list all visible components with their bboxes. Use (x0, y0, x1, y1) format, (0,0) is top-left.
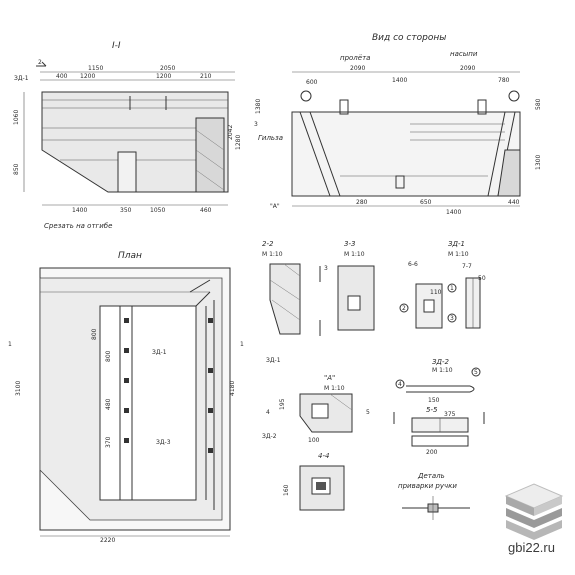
node-a-mark: "А" (270, 203, 280, 210)
zd1-dim-50: 50 (478, 275, 486, 282)
section-4-4: 4-4 160 (283, 452, 345, 511)
section-1-1: I-I 2 1150 2050 400 1200 1200 210 ЗД-1 1… (13, 41, 242, 230)
plan-zd3-mark: ЗД-3 (156, 439, 171, 446)
view-dim-1400b: 1400 (446, 209, 461, 216)
zd1-scale: М 1:10 (448, 251, 469, 258)
node-a-marker-4: 4 (266, 409, 270, 416)
dim-2042: 2042 (227, 125, 234, 140)
zd1-title: ЗД-1 (448, 240, 465, 248)
zd2-dim-375: 375 (444, 411, 456, 418)
stacked-slabs-logo (504, 483, 564, 540)
plan-zd1-mark: ЗД-1 (152, 349, 167, 356)
view-dim-1300: 1300 (535, 155, 542, 170)
plan-dim-480: 480 (105, 398, 112, 410)
plan-dim-800a: 800 (105, 350, 112, 362)
dim-1200b: 1200 (156, 73, 171, 80)
zd1-circle-1: 1 (450, 285, 454, 292)
view-dim-280: 280 (356, 199, 368, 206)
dim-850: 850 (13, 163, 20, 175)
sec-44-title: 4-4 (318, 452, 329, 460)
plan-dim-800b: 800 (91, 328, 98, 340)
sec-33-marker: 3 (324, 265, 328, 272)
view-dim-440: 440 (508, 199, 520, 206)
plan-dim-2220: 2220 (100, 537, 115, 544)
zd2-dim-150: 150 (428, 397, 440, 404)
view-dim-1400: 1400 (392, 77, 407, 84)
plan-marker-1: 1 (8, 341, 12, 348)
view-dim-2090a: 2090 (350, 65, 365, 72)
dim-350: 350 (120, 207, 132, 214)
node-a-scale: М 1:10 (324, 385, 345, 392)
dim-1400: 1400 (72, 207, 87, 214)
sec-55-title: 5-5 (426, 406, 438, 414)
view-dim-1380: 1380 (255, 99, 262, 114)
zd2-circle-5: 5 (474, 369, 478, 376)
side-left-label: пролёта (340, 54, 370, 62)
section-3-3: 3-3 М 1:10 3 (319, 240, 375, 336)
plan-view: План ЗД-1 ЗД-3 800 480 370 800 3100 4180… (8, 251, 244, 544)
sec-22-zd1-mark: ЗД-1 (266, 357, 281, 364)
dim-400: 400 (56, 73, 68, 80)
plan-dim-4180: 4180 (229, 381, 236, 396)
node-a-zd2: ЗД-2 (262, 433, 277, 440)
gap-label: Гильза (258, 134, 283, 142)
view-dim-600: 600 (306, 79, 318, 86)
zd-2-detail: ЗД-2 М 1:10 4 5 150 5-5 375 200 (393, 358, 485, 456)
zd1-dim-110: 110 (430, 289, 442, 296)
zd-1-detail: ЗД-1 М 1:10 6-6 7-7 2 1 3 110 50 (399, 240, 486, 329)
zd2-scale: М 1:10 (432, 367, 453, 374)
dim-210: 210 (200, 73, 212, 80)
zd1-circle-3: 3 (450, 315, 454, 322)
zd2-circle-4: 4 (398, 381, 402, 388)
detail-title: Деталь (417, 472, 445, 480)
handle-weld-detail: Деталь приварки ручки (398, 472, 470, 520)
plan-dim-370: 370 (105, 436, 112, 448)
dim-1280: 1280 (235, 135, 242, 150)
sec-33-scale: М 1:10 (344, 251, 365, 258)
node-a-detail: "А" М 1:10 4 5 ЗД-2 100 195 (262, 374, 370, 444)
plan-marker-1b: 1 (240, 341, 244, 348)
node-a-title: "А" (324, 374, 335, 382)
detail-subtitle: приварки ручки (398, 482, 457, 490)
node-a-dim-100: 100 (308, 437, 320, 444)
plan-title: План (118, 251, 142, 261)
dim-460: 460 (200, 207, 212, 214)
side-right-label: насыпи (450, 50, 478, 58)
zd1-mark-top: ЗД-1 (14, 75, 29, 82)
node-a-dim-195: 195 (279, 398, 286, 410)
side-view-title: Вид со стороны (372, 33, 446, 43)
view-dim-650: 650 (420, 199, 432, 206)
cut-off-note: Срезать на отгибе (44, 222, 112, 230)
view-dim-2090b: 2090 (460, 65, 475, 72)
zd2-dim-200: 200 (426, 449, 438, 456)
watermark-text: gbi22.ru (508, 540, 555, 555)
sec-44-dim-160: 160 (283, 484, 290, 496)
marker-2: 2 (38, 59, 42, 66)
node-a-marker-5: 5 (366, 409, 370, 416)
dim-1050: 1050 (150, 207, 165, 214)
view-dim-580: 580 (535, 98, 542, 110)
section-1-1-title: I-I (112, 41, 121, 51)
dim-1150: 1150 (88, 65, 103, 72)
sec-77-title: 7-7 (462, 263, 472, 270)
section-2-2: 2-2 М 1:10 ЗД-1 (262, 240, 301, 364)
plan-dim-3100: 3100 (15, 381, 22, 396)
view-marker-3: 3 (254, 121, 258, 128)
sec-22-title: 2-2 (262, 240, 274, 248)
zd2-title: ЗД-2 (432, 358, 449, 366)
dim-1200a: 1200 (80, 73, 95, 80)
sec-22-scale: М 1:10 (262, 251, 283, 258)
sec-33-title: 3-3 (344, 240, 355, 248)
sec-66-title: 6-6 (408, 261, 418, 268)
side-view: Вид со стороны пролёта насыпи 2090 2090 … (254, 33, 542, 216)
zd1-circle-2: 2 (402, 305, 406, 312)
dim-1060: 1060 (13, 110, 20, 125)
dim-2050: 2050 (160, 65, 175, 72)
view-dim-780: 780 (498, 77, 510, 84)
